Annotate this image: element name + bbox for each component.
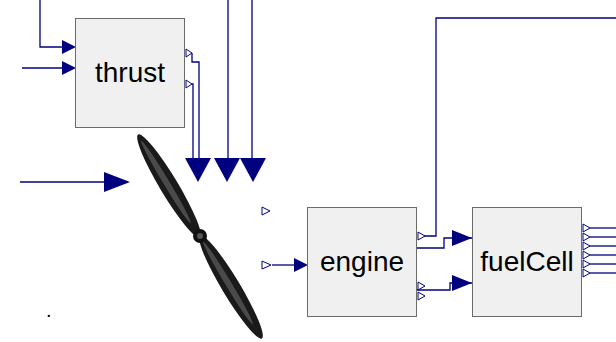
input-port <box>62 40 76 54</box>
output-port <box>418 292 425 300</box>
input-wire <box>40 0 62 47</box>
output-wire <box>590 236 616 237</box>
output-port <box>583 233 590 241</box>
input-port <box>294 258 308 272</box>
output-port <box>418 282 425 290</box>
output-port <box>418 232 425 240</box>
block-box: engine <box>307 207 417 317</box>
signal-connection <box>417 238 472 248</box>
output-port <box>186 80 192 88</box>
input-wire <box>272 264 294 265</box>
propeller-illustration <box>130 130 269 342</box>
output-wire <box>590 227 616 228</box>
input-port <box>62 61 76 75</box>
signal-connection <box>417 283 472 290</box>
signal-wire <box>251 0 252 158</box>
block-name: thrust <box>95 59 165 87</box>
input-port <box>104 172 130 192</box>
output-port <box>583 242 590 250</box>
output-wire <box>424 18 616 236</box>
signal-wire <box>227 0 228 158</box>
input-port <box>185 158 211 182</box>
output-port <box>583 260 590 268</box>
input-port <box>240 158 266 182</box>
output-wire <box>192 84 193 158</box>
input-wire <box>20 181 104 182</box>
output-wire <box>192 53 199 158</box>
output-wire <box>590 245 616 246</box>
output-port <box>186 49 192 57</box>
output-wire <box>590 263 616 264</box>
stray-mark: . <box>46 300 52 320</box>
output-port <box>583 269 590 277</box>
input-port <box>214 158 240 182</box>
output-port <box>583 251 590 259</box>
block-box: fuelCell <box>472 207 582 317</box>
output-port <box>262 261 271 269</box>
block-box: thrust <box>75 18 185 128</box>
block-name: engine <box>320 248 404 276</box>
output-wire <box>590 272 616 273</box>
output-wire <box>590 254 616 255</box>
output-port <box>262 207 270 215</box>
output-port <box>583 224 590 232</box>
block-name: fuelCell <box>480 248 573 276</box>
input-wire <box>22 67 62 68</box>
